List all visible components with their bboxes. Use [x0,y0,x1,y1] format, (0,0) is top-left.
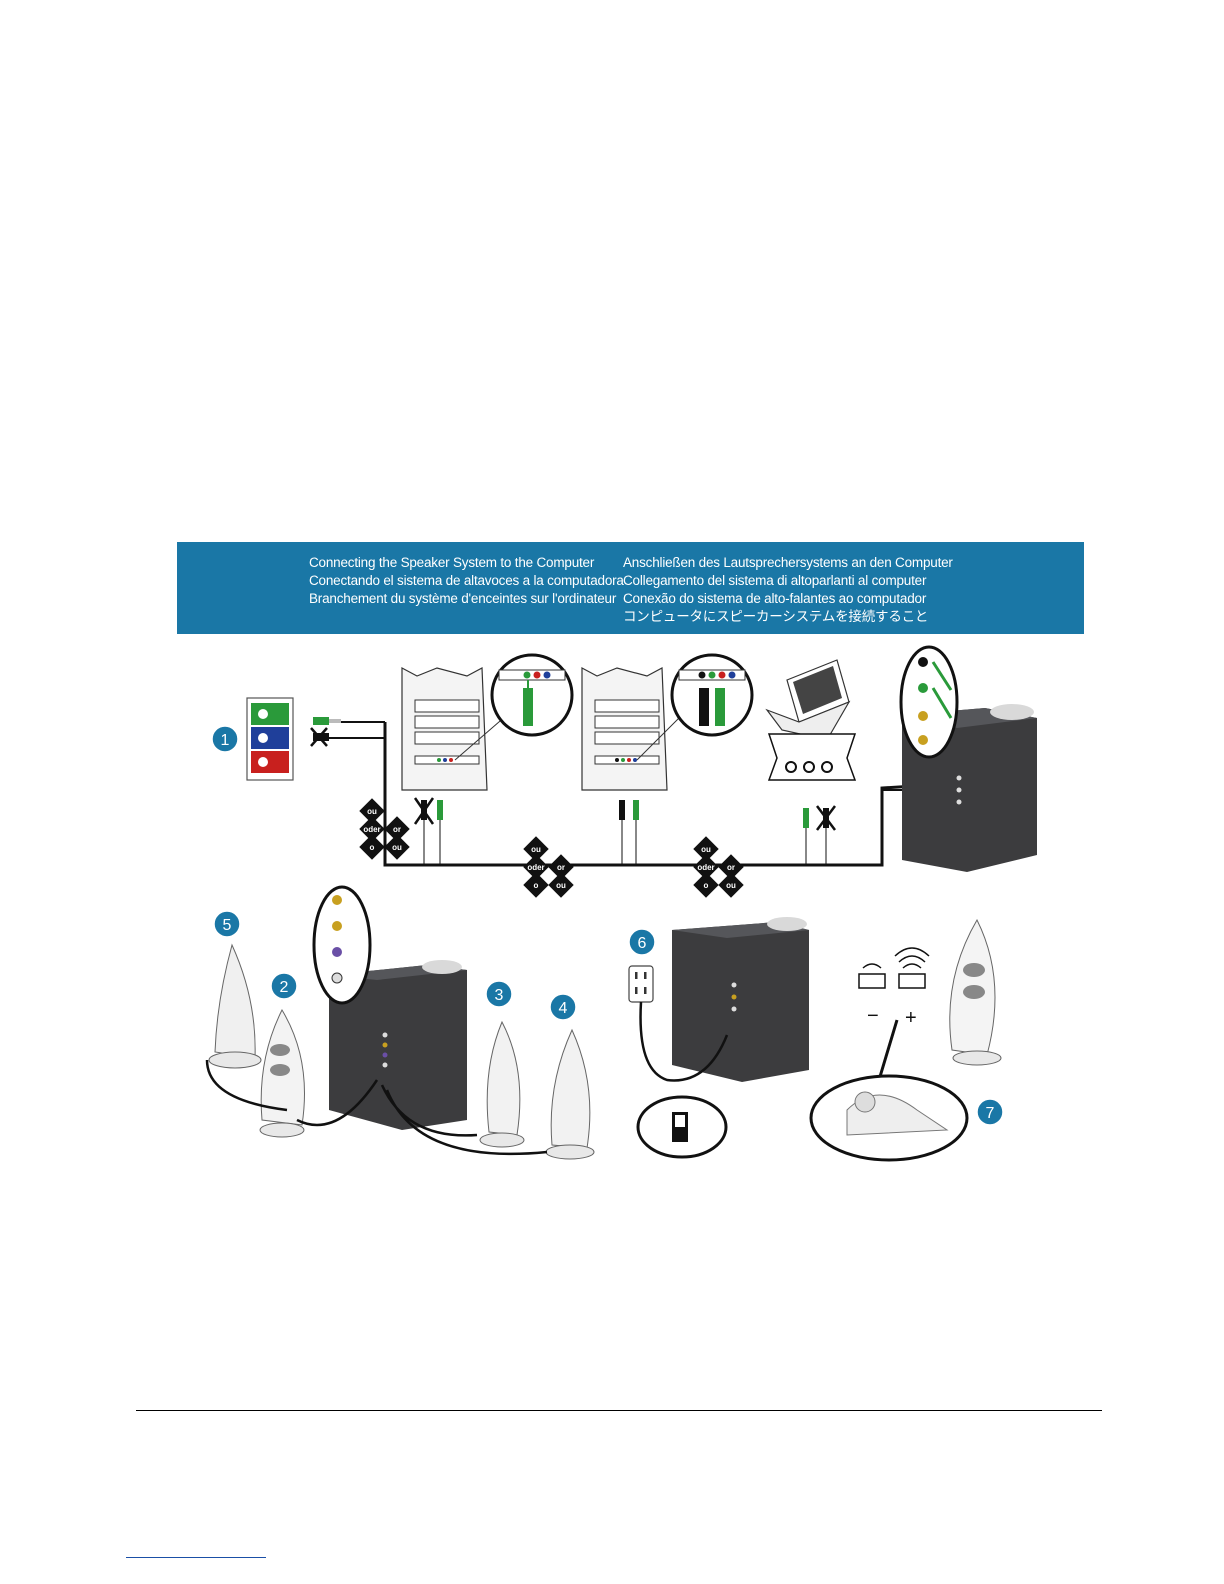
plug-green [313,717,341,725]
volume-high-icon [894,947,930,989]
svg-text:ou: ou [556,881,566,890]
step-badge-1: 1 [211,725,239,753]
wall-outlet [628,965,654,1003]
speaker-rear-right [545,1028,595,1160]
volume-minus-label: − [867,1005,879,1027]
svg-text:oder: oder [527,863,544,872]
footer-rule [136,1410,1102,1411]
svg-text:oder: oder [697,863,714,872]
speaker-cables [205,1059,548,1156]
svg-text:o: o [534,881,539,890]
svg-text:7: 7 [986,1105,995,1122]
subwoofer-power [672,917,809,1082]
svg-text:or: or [393,825,401,834]
banner-title-de: Anschließen des Lautsprechersystems an d… [623,555,953,570]
connection-diagram: ou oder or o ou ou oder or o ou ou oder … [205,645,1037,1162]
banner-title-ja: コンピュータにスピーカーシステムを接続すること [623,609,929,624]
svg-text:ou: ou [367,807,377,816]
laptop-jack-label [767,733,857,781]
banner-title-es: Conectando el sistema de altavoces a la … [309,573,624,588]
svg-text:ou: ou [726,881,736,890]
svg-text:oder: oder [363,825,380,834]
step-badge-3: 3 [485,980,513,1008]
svg-text:1: 1 [221,732,230,749]
banner-title-fr: Branchement du système d'enceintes sur l… [309,591,617,606]
plug-crossed [310,727,329,747]
banner-left-column: Connecting the Speaker System to the Com… [309,554,624,608]
step-badge-7: 7 [976,1098,1004,1126]
svg-text:or: or [727,863,735,872]
zoom-callout-power-switch [636,1095,728,1159]
volume-plus-label: + [905,1007,917,1029]
step-badge-5: 5 [213,910,241,938]
svg-text:or: or [557,863,565,872]
step-badge-4: 4 [549,993,577,1021]
jack-panel [246,697,294,781]
svg-text:ou: ou [392,843,402,852]
speaker-rear-left [208,943,262,1069]
banner-title-pt: Conexão do sistema de alto-falantes ao c… [623,591,927,606]
banner-right-column: Anschließen des Lautsprechersystems an d… [623,554,953,626]
plugs-tower-2 [619,800,639,865]
laptop-computer [765,659,851,741]
svg-text:ou: ou [701,845,711,854]
zoom-callout-volume-knob [809,1074,969,1162]
volume-low-icon [858,963,886,989]
svg-text:3: 3 [495,987,504,1004]
plugs-laptop [803,805,836,865]
svg-text:o: o [704,881,709,890]
desktop-computer-2 [581,667,683,791]
banner-title-en: Connecting the Speaker System to the Com… [309,555,595,570]
svg-text:6: 6 [638,935,647,952]
speaker-front-left [259,1008,305,1138]
svg-text:5: 5 [223,917,232,934]
step-badge-6: 6 [628,928,656,956]
power-cable [639,1001,729,1082]
alternative-cluster-1: ou oder or o ou [359,798,410,860]
alternative-cluster-3: ou oder or o ou [693,836,744,898]
footnote-rule [126,1557,266,1558]
zoom-callout-subwoofer-inputs [899,645,959,759]
speaker-with-volume [949,918,1002,1066]
desktop-computer-1 [401,667,508,791]
plugs-tower-1 [413,797,443,865]
svg-text:ou: ou [531,845,541,854]
zoom-callout-2 [670,653,754,737]
speaker-front-right [479,1020,525,1148]
alternative-cluster-2: ou oder or o ou [523,836,574,898]
svg-text:4: 4 [559,1000,568,1017]
zoom-callout-1 [490,653,574,737]
svg-text:o: o [370,843,375,852]
step-badge-2: 2 [270,972,298,1000]
svg-text:2: 2 [280,979,289,996]
zoom-callout-subwoofer-outputs [312,885,372,1005]
banner-title-it: Collegamento del sistema di altoparlanti… [623,573,927,588]
title-banner: Connecting the Speaker System to the Com… [177,542,1084,634]
